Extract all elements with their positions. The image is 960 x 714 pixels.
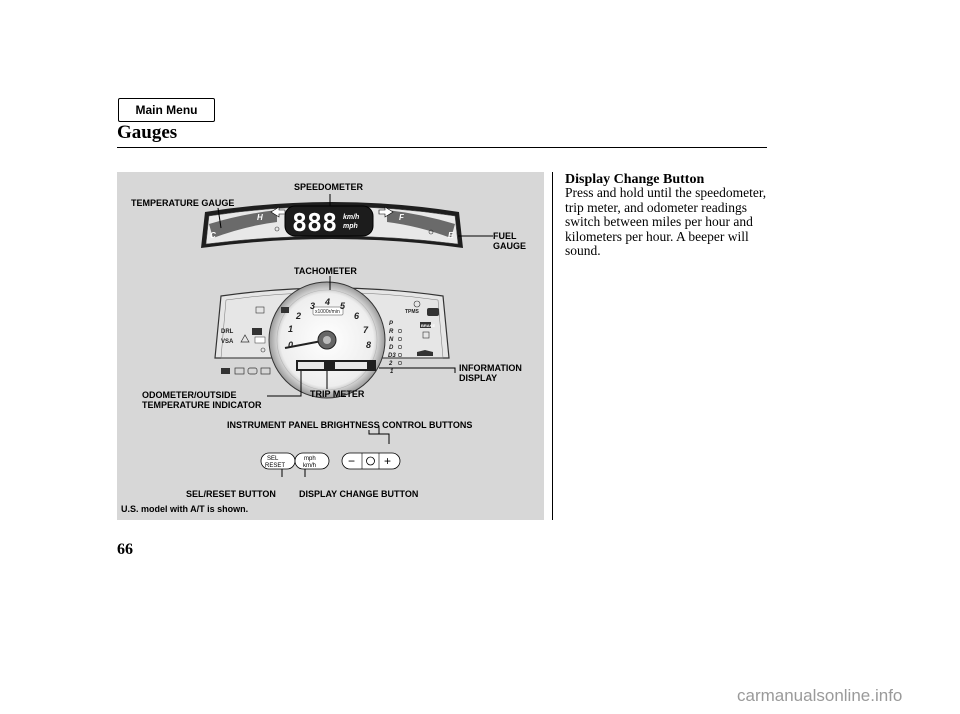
fuel-full-letter: F [399,213,405,222]
car-icon [417,350,433,356]
oil-pressure-icon [247,367,258,375]
information-display-label: INFORMATION DISPLAY [459,363,522,383]
mph-kmh-button-illustration [294,452,330,470]
check-engine-icon [221,368,230,374]
brightness-icon [366,456,375,466]
body-paragraph: Press and hold until the speedometer, tr… [565,185,767,258]
speed-unit-kmh: km/h [343,214,359,221]
gear-indicator-light [397,337,402,342]
tachometer-numbers: 0 1 2 3 4 5 6 7 8 [288,297,371,350]
leader-lines [217,194,493,477]
gear-indicator-light [397,345,402,350]
main-menu-button[interactable]: Main Menu [118,98,215,122]
trip-meter-label: TRIP METER [310,389,365,399]
section-title: Gauges [117,122,178,143]
gear-letter: N [389,337,394,343]
vsa-label: VSA [221,339,234,345]
gear-letter: R [389,329,394,335]
wrench-icon [260,367,271,375]
sel-reset-button-label: SEL/RESET BUTTON [186,489,276,499]
tach-number: 8 [366,340,371,350]
temp-hot-letter: H [257,213,263,222]
speed-unit-mph: mph [343,223,358,230]
left-turn-arrow-icon [270,206,286,218]
brightness-buttons-label: INSTRUMENT PANEL BRIGHTNESS CONTROL BUTT… [227,420,473,430]
battery-icon [234,367,245,375]
brightness-buttons-illustration [341,452,401,470]
door-open-icon [422,331,430,339]
tach-number: 6 [354,311,360,321]
gear-letter: 1 [390,369,394,375]
sel-label: SEL [267,456,279,462]
minus-icon: − [348,454,355,468]
gear-indicator-light [397,353,402,358]
tpms-label: TPMS [405,309,420,315]
header-rule [117,147,767,148]
tach-number: 4 [324,297,330,307]
gear-letter: D [389,345,394,351]
tach-number: 1 [288,324,293,334]
brake-indicator [420,322,431,328]
speedometer-label: SPEEDOMETER [294,182,364,192]
odometer-label: ODOMETER/OUTSIDE TEMPERATURE INDICATOR [142,390,262,410]
tach-scale: x1000r/min [315,309,340,315]
tach-number: 5 [340,301,346,311]
instrument-panel-figure: 888 km/h mph C H F E [117,172,544,520]
gear-letters: P R N D D3 2 1 [388,321,396,375]
tach-number: 0 [288,340,293,350]
tach-number: 2 [295,311,301,321]
upper-gauge-cluster [201,202,463,248]
gear-letter: 2 [388,361,393,367]
watermark: carmanualsonline.info [737,686,903,705]
column-divider [552,172,553,520]
section-subheading: Display Change Button [565,172,705,187]
fuel-gauge-label: FUEL GAUGE [493,231,527,251]
drl-indicator [252,328,262,335]
speedometer-window [284,205,374,237]
kmh-label: km/h [303,463,316,469]
display-change-button-label: DISPLAY CHANGE BUTTON [299,489,419,499]
gear-indicator-light [397,329,402,334]
tach-number: 3 [310,301,315,311]
instrument-panel-illustration: 888 km/h mph C H F E [201,194,493,477]
fuel-gauge-bar [387,210,455,238]
gear-letter: P [389,321,394,327]
tpms-icon [413,300,421,308]
temperature-gauge-bar [209,210,277,238]
fuel-empty-letter: E [448,231,454,240]
lower-gauge-cluster [214,281,450,399]
tach-number: 7 [363,325,369,335]
page-number: 66 [117,541,133,558]
drl-label: DRL [221,329,234,335]
figure-caption: U.S. model with A/T is shown. [121,504,249,514]
right-turn-arrow-icon [378,206,394,218]
tachometer-label: TACHOMETER [294,266,357,276]
gear-letter: D3 [388,353,396,359]
mph-label: mph [304,456,316,462]
speed-digits: 888 [292,208,337,237]
warning-triangle-icon [240,334,250,343]
brake-label: BRAKE [421,323,436,328]
plus-icon: + [384,454,391,468]
reset-label: RESET [265,463,285,469]
temp-cold-letter: C [210,231,216,240]
temperature-gauge-label: TEMPERATURE GAUGE [131,198,235,208]
gear-indicator-light [397,361,402,366]
